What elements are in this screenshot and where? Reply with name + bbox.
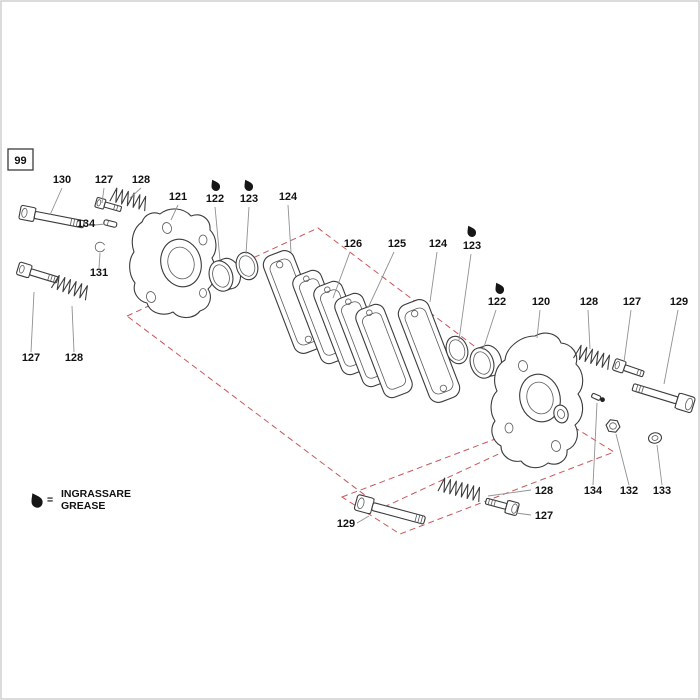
grease-legend: = INGRASSARE GREASE: [27, 488, 131, 512]
leader-line: [623, 309, 632, 363]
callout-121: 121: [169, 191, 187, 203]
brake-pad-125-b: [355, 303, 413, 399]
grease-drop-icon: [241, 177, 255, 193]
callout-127: 127: [95, 174, 113, 186]
leader-line: [98, 252, 101, 269]
callout-128: 128: [580, 296, 598, 308]
leader-line: [458, 253, 472, 341]
legend-line1: INGRASSARE: [61, 488, 131, 500]
spring-128-left: [51, 273, 91, 301]
dust-ring-123-left: [235, 251, 259, 281]
callout-131: 131: [90, 267, 108, 279]
frame-number: 99: [14, 155, 26, 167]
leader-line: [332, 251, 351, 299]
spring-128-bottom: [437, 476, 483, 503]
leader-line: [30, 291, 35, 353]
callout-126: 126: [344, 238, 362, 250]
grease-drop-icon: [464, 223, 478, 239]
leader-line: [245, 206, 250, 255]
piston-seal-122-right: [469, 344, 503, 379]
leader-line: [49, 187, 63, 216]
leader-line: [592, 402, 598, 486]
long-bolt-129-bottom: [353, 494, 426, 525]
callout-129: 129: [337, 518, 355, 530]
leader-line: [356, 515, 370, 524]
legend-equals: =: [47, 494, 53, 506]
screw-127-top: [94, 196, 123, 212]
callout-130: 130: [53, 174, 71, 186]
section-plane-lower: [340, 415, 616, 535]
bolt-127-left: [16, 261, 59, 284]
callout-127: 127: [22, 352, 40, 364]
nut-132: [605, 419, 621, 433]
callout-123: 123: [463, 240, 481, 252]
callout-122: 122: [206, 193, 224, 205]
long-socket-bolt-130: [18, 204, 85, 229]
leader-line: [101, 187, 105, 204]
callout-128: 128: [535, 485, 553, 497]
leader-line: [71, 305, 75, 353]
pad-plate-124-right: [397, 299, 461, 403]
spring-128-right: [573, 343, 613, 370]
callout-125: 125: [388, 238, 406, 250]
grease-drop-icon: [208, 177, 222, 193]
bleed-pin-134-right: [591, 392, 605, 403]
screw-127-bottom: [484, 497, 520, 516]
leader-line: [214, 206, 221, 261]
leader-line: [656, 444, 663, 486]
callout-120: 120: [532, 296, 550, 308]
washer-133: [647, 432, 663, 444]
snap-ring-131: [94, 241, 105, 253]
callout-134: 134: [77, 218, 96, 230]
leader-line: [615, 433, 630, 486]
pin-134-top: [103, 219, 118, 228]
callout-127: 127: [623, 296, 641, 308]
leader-line: [170, 204, 179, 221]
leader-line: [287, 204, 292, 253]
piston-seal-122-left: [208, 257, 242, 292]
callout-128: 128: [65, 352, 83, 364]
callout-labels: 130 127 128 121 122 123 124 134 131 126 …: [22, 174, 688, 530]
callout-122: 122: [488, 296, 506, 308]
callout-128: 128: [132, 174, 150, 186]
caliper-half-121: [129, 208, 217, 319]
callout-134: 134: [584, 485, 603, 497]
callout-132: 132: [620, 485, 638, 497]
leader-line: [429, 251, 438, 303]
grease-drop-icon: [27, 490, 45, 510]
grease-drop-icon: [492, 280, 506, 296]
callout-124: 124: [429, 238, 448, 250]
leader-lines: [30, 187, 679, 524]
long-bolt-129-right: [631, 383, 696, 413]
callout-129: 129: [670, 296, 688, 308]
leader-line: [663, 309, 679, 385]
callout-123: 123: [240, 193, 258, 205]
callout-127: 127: [535, 510, 553, 522]
dust-ring-123-right: [445, 335, 469, 365]
leader-line: [587, 309, 591, 350]
leader-line: [487, 489, 532, 497]
leader-line: [515, 512, 532, 516]
caliper-half-120: [490, 332, 584, 469]
leader-line: [94, 223, 106, 226]
callout-124: 124: [279, 191, 298, 203]
screw-127-right: [612, 358, 645, 378]
leader-line: [536, 309, 541, 339]
leader-line: [129, 187, 142, 199]
callout-133: 133: [653, 485, 671, 497]
leader-line: [482, 309, 497, 351]
legend-line2: GREASE: [61, 500, 105, 512]
leader-line: [367, 251, 395, 309]
frame-number-box: 99: [7, 148, 34, 171]
